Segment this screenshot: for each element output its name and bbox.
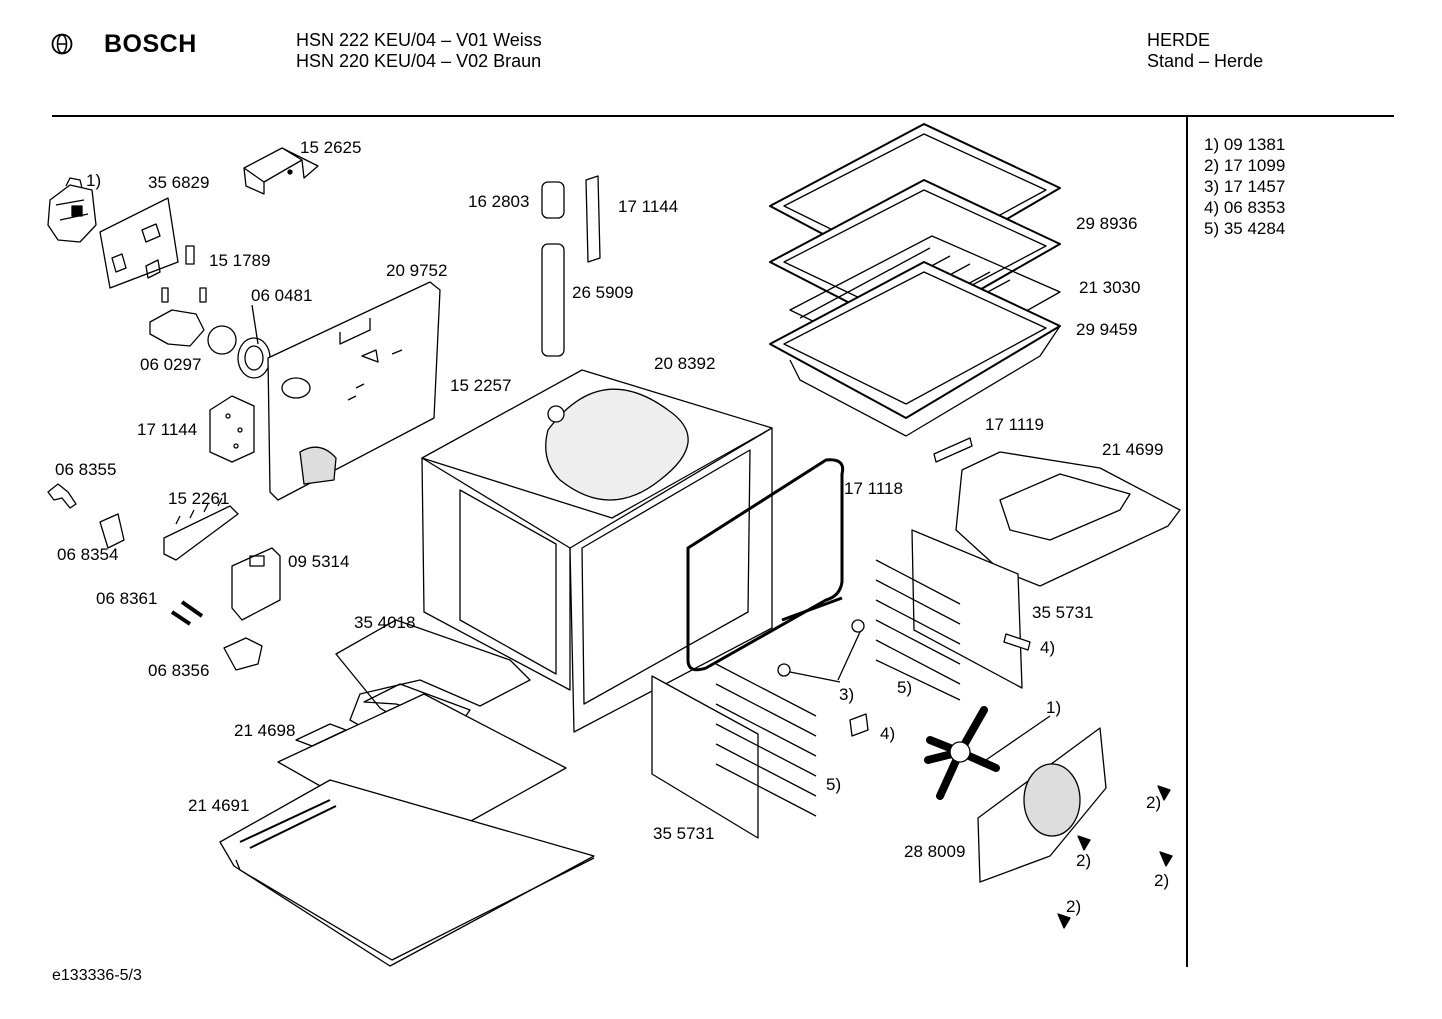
fan-part bbox=[924, 706, 1051, 800]
small-bolts-part bbox=[777, 619, 869, 737]
clips-part bbox=[161, 245, 207, 303]
part-label: 29 8936 bbox=[1076, 214, 1137, 233]
parts-legend: 1) 09 1381 2) 17 1099 3) 17 1457 4) 06 8… bbox=[1204, 134, 1285, 239]
connector-part bbox=[223, 637, 263, 671]
part-label: 17 1144 bbox=[137, 420, 197, 439]
part-label: 15 2261 bbox=[168, 489, 229, 508]
tube-part bbox=[541, 175, 601, 357]
header-divider bbox=[52, 115, 1394, 117]
part-label: 2) bbox=[1154, 871, 1169, 890]
part-label: 06 0481 bbox=[251, 286, 312, 305]
part-label: 15 2625 bbox=[300, 138, 361, 157]
lamp-socket-part bbox=[149, 304, 271, 379]
selector-switch-part bbox=[47, 177, 97, 243]
small-bracket-part bbox=[243, 147, 319, 195]
relay-bracket-part bbox=[231, 547, 281, 621]
part-label: 2) bbox=[1066, 897, 1081, 916]
part-label: 4) bbox=[1040, 638, 1055, 657]
model-block: HSN 222 KEU/04 – V01 Weiss HSN 220 KEU/0… bbox=[296, 30, 542, 72]
part-label: 20 8392 bbox=[654, 354, 715, 373]
screws-small-part bbox=[1057, 785, 1173, 929]
part-label: 17 1118 bbox=[844, 479, 903, 498]
part-label: 4) bbox=[880, 724, 895, 743]
terminal-block-part bbox=[163, 497, 239, 561]
rear-cover-part bbox=[875, 529, 1031, 701]
part-label: 5) bbox=[897, 678, 912, 697]
part-label: 26 5909 bbox=[572, 283, 633, 302]
part-label: 35 4018 bbox=[354, 613, 415, 632]
part-label: 17 1119 bbox=[985, 415, 1044, 434]
part-label: 29 9459 bbox=[1076, 320, 1137, 339]
part-label: 21 4699 bbox=[1102, 440, 1163, 459]
legend-item: 1) 09 1381 bbox=[1204, 135, 1286, 154]
part-label: 3) bbox=[839, 685, 854, 704]
side-panel-part bbox=[651, 663, 817, 839]
grill-element-part bbox=[933, 437, 1181, 587]
part-label: 21 4698 bbox=[234, 721, 295, 740]
part-label: 06 8356 bbox=[148, 661, 209, 680]
drawing-id: e133336-5/3 bbox=[52, 967, 142, 984]
oven-cavity-part bbox=[421, 369, 773, 733]
part-label: 16 2803 bbox=[468, 192, 529, 211]
legend-item: 3) 17 1457 bbox=[1204, 177, 1286, 196]
model-line-2: HSN 220 KEU/04 – V02 Braun bbox=[296, 51, 542, 71]
legend-item: 5) 35 4284 bbox=[1204, 219, 1286, 238]
part-label: 35 6829 bbox=[148, 173, 209, 192]
screws-part bbox=[170, 600, 204, 626]
part-label: 5) bbox=[826, 775, 841, 794]
part-label: 06 8354 bbox=[57, 545, 118, 564]
model-line-1: HSN 222 KEU/04 – V01 Weiss bbox=[296, 30, 542, 50]
screw-part bbox=[47, 483, 77, 509]
fan-cover-part bbox=[977, 727, 1107, 883]
category-line-2: Stand – Herde bbox=[1147, 51, 1264, 71]
part-label: 15 2257 bbox=[450, 376, 511, 395]
rear-panel-part bbox=[267, 281, 441, 501]
bottom-panel-part bbox=[219, 779, 595, 967]
baking-tray-part bbox=[769, 123, 1061, 437]
part-label: 35 5731 bbox=[1032, 603, 1093, 622]
part-label: 06 0297 bbox=[140, 355, 201, 374]
part-label: 1) bbox=[86, 171, 101, 190]
category-line-1: HERDE bbox=[1147, 30, 1211, 50]
part-label: 06 8361 bbox=[96, 589, 157, 608]
part-label: 2) bbox=[1146, 793, 1161, 812]
part-label: 2) bbox=[1076, 851, 1091, 870]
category-block: HERDE Stand – Herde bbox=[1147, 30, 1263, 72]
part-label: 17 1144 bbox=[618, 197, 678, 216]
hinge-bracket-part bbox=[209, 395, 255, 463]
door-seal-part bbox=[686, 458, 845, 672]
part-label: 09 5314 bbox=[288, 552, 349, 571]
part-label: 15 1789 bbox=[209, 251, 270, 270]
bosch-logo-icon bbox=[51, 33, 73, 55]
part-label: 1) bbox=[1046, 698, 1061, 717]
part-label: 20 9752 bbox=[386, 261, 447, 280]
clip-part bbox=[99, 513, 125, 549]
part-label: 06 8355 bbox=[55, 460, 116, 479]
control-bracket-part bbox=[99, 197, 179, 289]
part-label: 21 4691 bbox=[188, 796, 249, 815]
part-label: 21 3030 bbox=[1079, 278, 1140, 297]
legend-item: 4) 06 8353 bbox=[1204, 198, 1286, 217]
legend-item: 2) 17 1099 bbox=[1204, 156, 1286, 175]
brand-name: BOSCH bbox=[104, 30, 197, 58]
part-label: 28 8009 bbox=[904, 842, 965, 861]
part-label: 35 5731 bbox=[653, 824, 714, 843]
legend-divider bbox=[1186, 117, 1188, 967]
